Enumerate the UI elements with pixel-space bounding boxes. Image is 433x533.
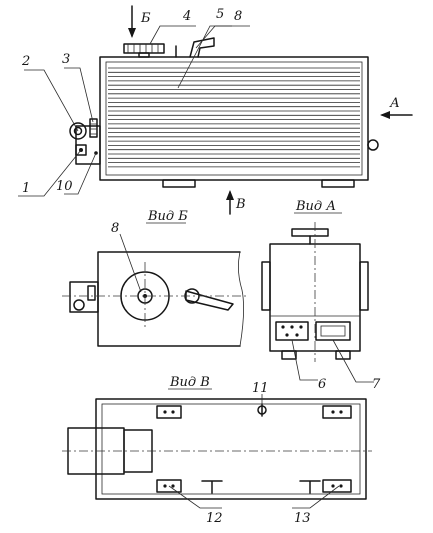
connector-pin xyxy=(295,333,299,337)
pad-dot xyxy=(163,410,167,414)
pad-top-left xyxy=(156,405,182,419)
arrow-a-label: А xyxy=(389,96,400,111)
view-v-inner xyxy=(101,403,361,495)
label-7: 7 xyxy=(372,377,381,392)
left-screw xyxy=(89,118,98,138)
pad-top-right xyxy=(322,405,352,419)
connector-pin xyxy=(285,333,289,337)
arrow-b-head xyxy=(128,28,136,38)
connector-pin xyxy=(290,325,294,329)
label-4: 4 xyxy=(182,9,191,24)
leader-10 xyxy=(64,152,97,195)
view-b: Вид Б 8 xyxy=(62,209,248,347)
view-v-body xyxy=(95,398,367,500)
label-10: 10 xyxy=(56,179,73,194)
ribbed-cover xyxy=(108,67,360,168)
arrow-a-head xyxy=(380,111,390,119)
view-a-flange-left xyxy=(261,261,271,311)
connector-pin xyxy=(299,325,303,329)
pad-bottom-right xyxy=(322,479,352,493)
label-8-view: 8 xyxy=(111,221,119,236)
pad-dot xyxy=(339,484,343,488)
pad-dot xyxy=(331,410,335,414)
leader-6 xyxy=(291,339,318,381)
pad-dot xyxy=(171,484,175,488)
left-nut xyxy=(75,144,87,156)
pad-dot xyxy=(339,410,343,414)
label-3: 3 xyxy=(62,52,70,67)
knob-stem xyxy=(138,52,150,58)
leader-8-top xyxy=(177,25,250,89)
view-b-left-screw xyxy=(87,285,96,301)
view-b-title: Вид Б xyxy=(147,209,188,224)
label-13: 13 xyxy=(294,511,311,526)
pad-dot xyxy=(171,410,175,414)
arrow-b-label: Б xyxy=(140,11,151,26)
main-foot-right xyxy=(321,179,355,188)
leader-7 xyxy=(332,339,374,383)
label-5: 5 xyxy=(216,7,224,22)
arrow-v-label: В xyxy=(235,197,246,212)
label-6: 6 xyxy=(318,377,326,392)
leader-3 xyxy=(64,67,94,123)
top-lever xyxy=(189,37,215,58)
connector-pin xyxy=(281,325,285,329)
label-1: 1 xyxy=(22,181,30,196)
label-12: 12 xyxy=(206,511,223,526)
leader-12 xyxy=(168,485,222,509)
leader-1 xyxy=(18,149,82,197)
pad-dot xyxy=(163,484,167,488)
view-b-lever xyxy=(185,290,234,311)
main-foot-left xyxy=(162,179,196,188)
t-clip-left xyxy=(201,480,223,494)
view-a-knob xyxy=(291,228,329,237)
view-b-left-block xyxy=(69,281,99,313)
leader-2 xyxy=(24,69,79,132)
main-body-inner xyxy=(105,61,363,176)
view-a-flange-right xyxy=(359,261,369,311)
view-b-break xyxy=(238,251,244,347)
main-view: Б А В 4 5 8 2 3 1 10 xyxy=(18,5,413,215)
view-a-foot-left xyxy=(281,350,297,360)
view-a: Вид А 6 7 xyxy=(261,199,381,392)
main-body xyxy=(99,56,369,181)
label-8-top: 8 xyxy=(234,9,242,24)
label-11: 11 xyxy=(252,381,269,396)
left-knob-inner xyxy=(73,126,83,136)
t-clip-right xyxy=(299,480,321,494)
view-b-left-knob xyxy=(73,299,85,311)
connector-7-inner xyxy=(320,325,346,337)
view-v: Вид В 11 12 13 xyxy=(62,375,372,526)
label-2: 2 xyxy=(21,54,30,69)
pad-bottom-left xyxy=(156,479,182,493)
leader-4 xyxy=(149,25,196,45)
pad-dot xyxy=(331,484,335,488)
view-a-title: Вид А xyxy=(295,199,336,214)
left-knob-outer xyxy=(69,122,87,140)
view-v-title: Вид В xyxy=(169,375,210,390)
leader-13 xyxy=(292,485,340,509)
leader-8-view xyxy=(119,233,142,293)
right-knob xyxy=(367,139,379,151)
connector-6 xyxy=(275,321,309,341)
arrow-v-head xyxy=(226,190,234,200)
